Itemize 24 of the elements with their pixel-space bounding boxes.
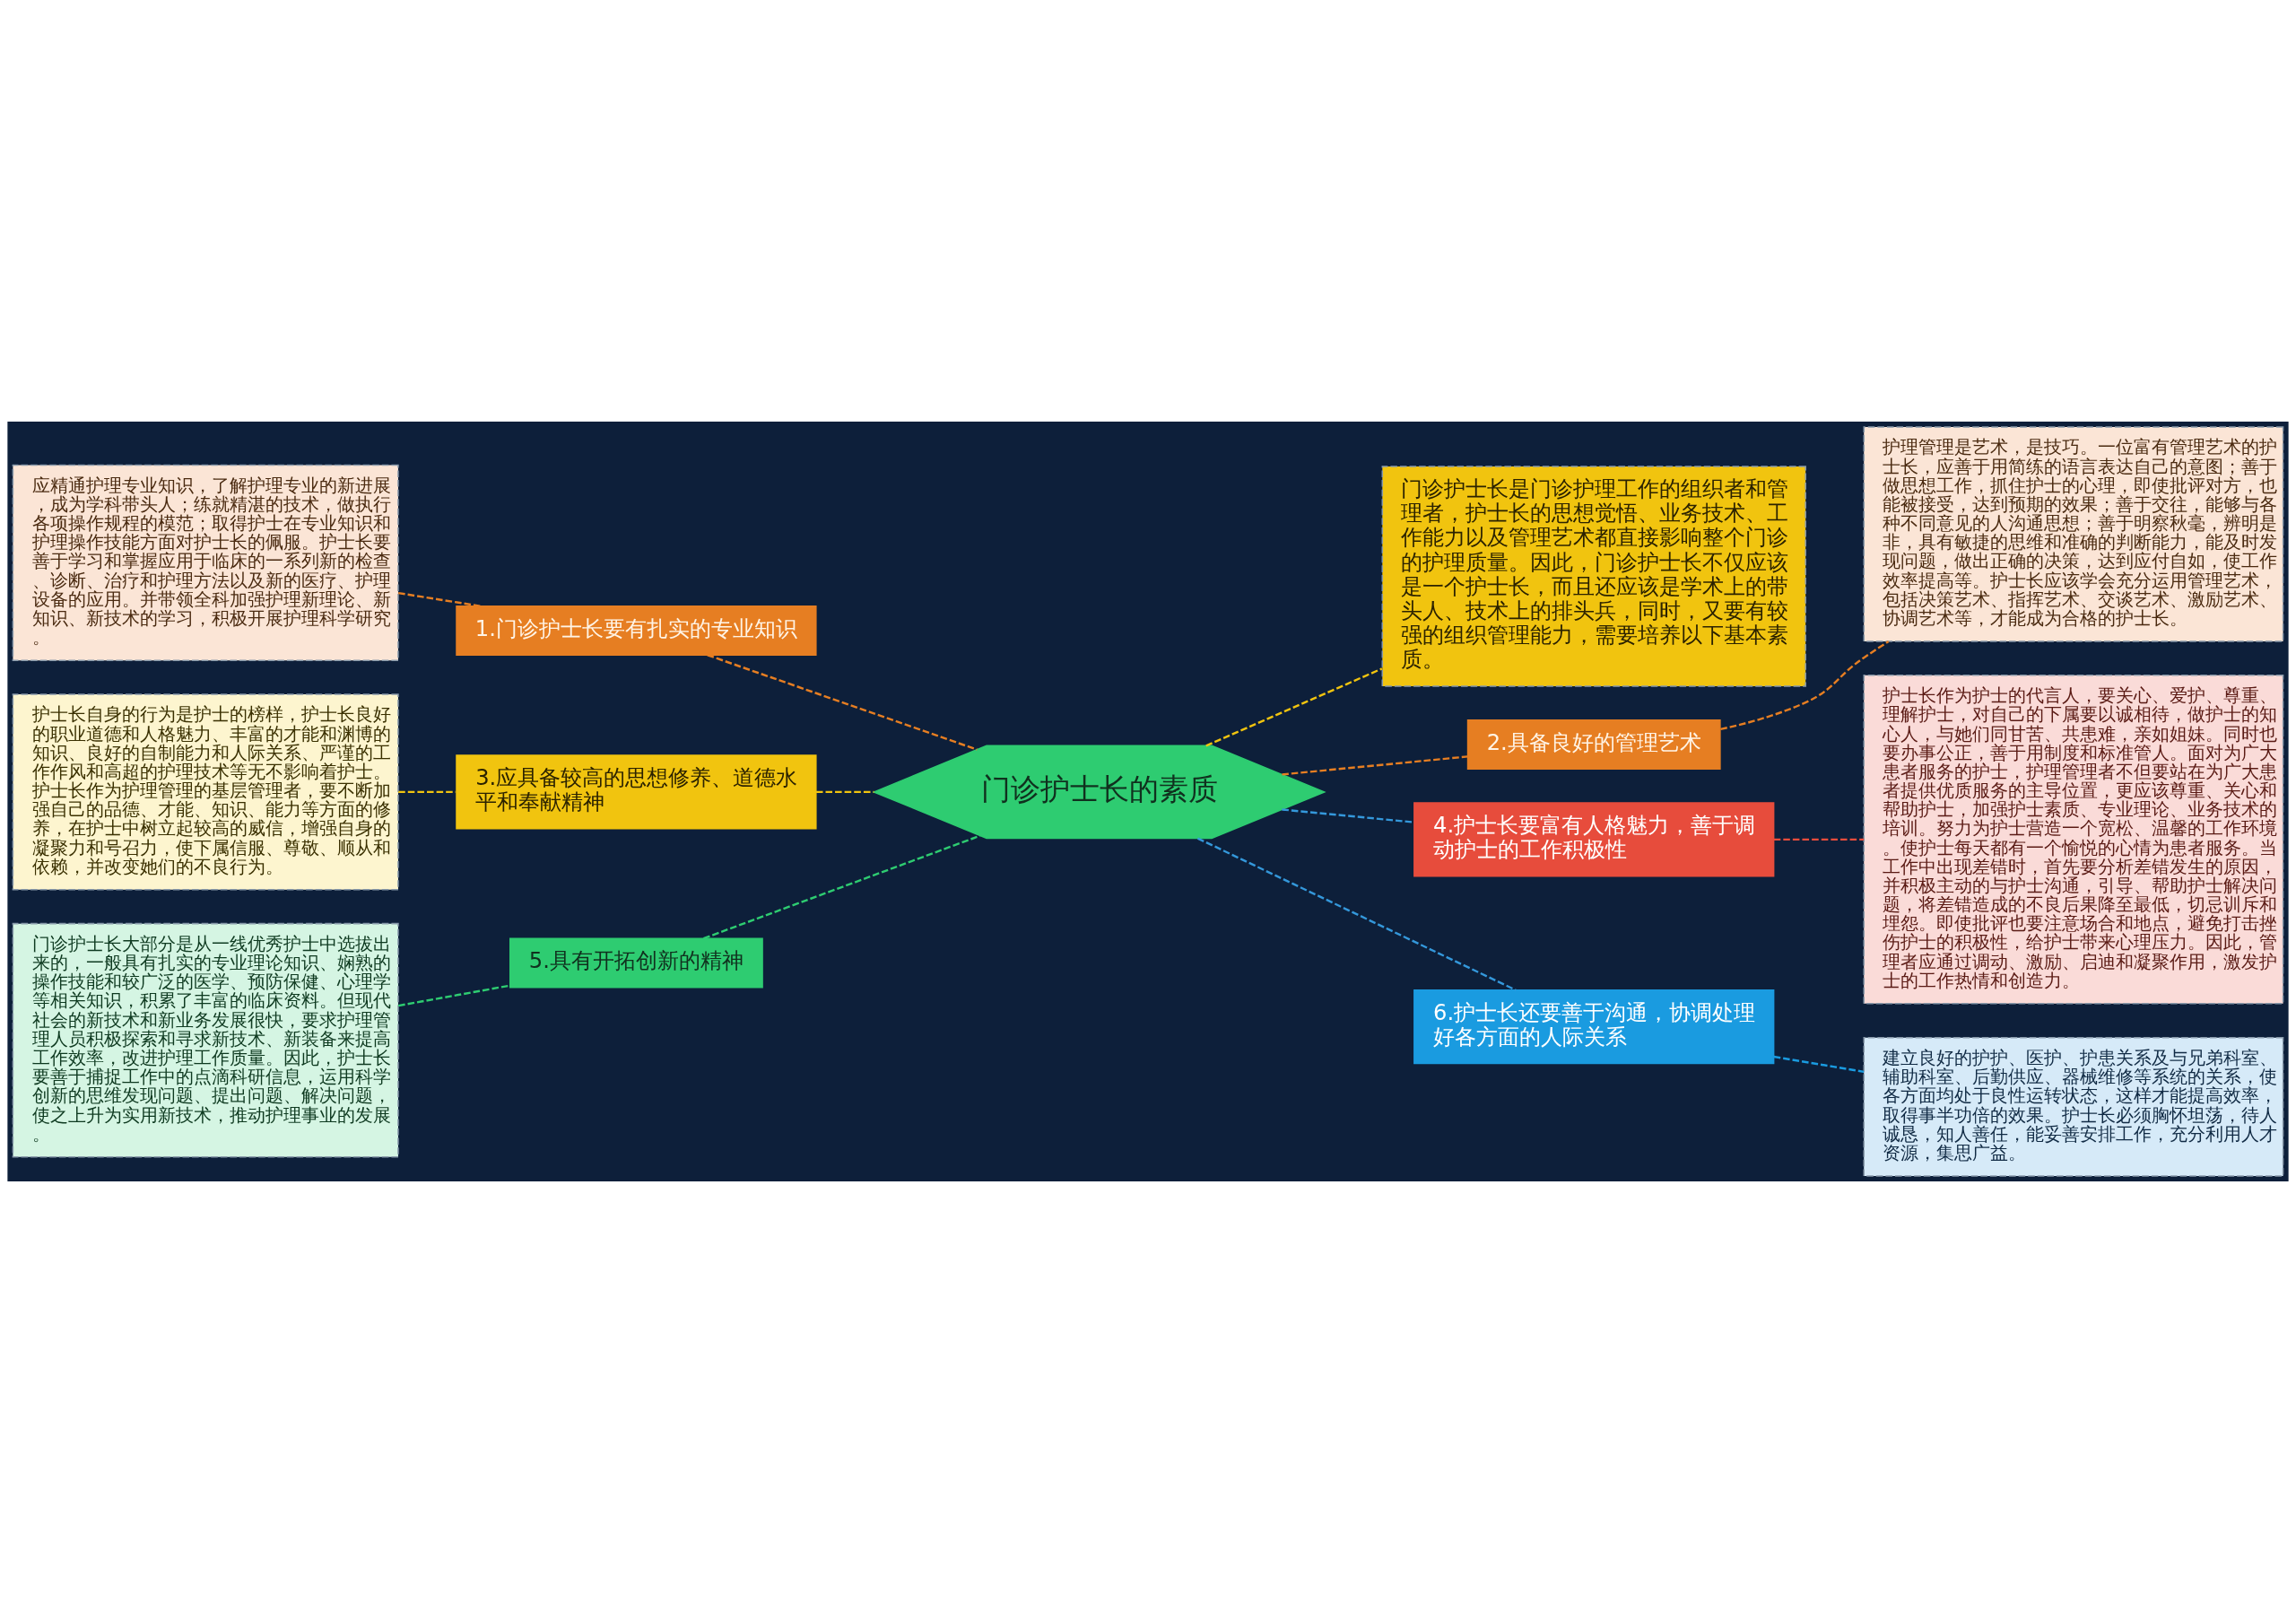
- node-box: 门诊护士长大部分是从一线优秀护士中选拔出来的，一般具有扎实的专业理论知识、娴熟的操作技能和较广泛的医学、预防保健、心理学等相关知识，积累了丰富的临床资料。但现代社会的新技术和新业务发展很快，要求护理管理人员积极探索和寻求新技术、新装备来提高工作效率，改进护理工作质量。因此，护士长要善于捕捉工作中的点滴科研信息，运用科学创新的思维发现问题、提出问题、解决问题，使之上升为实用新技术，推动护理事业的发展。: [12, 922, 399, 1158]
- node-box: 1.门诊护士长要有扎实的专业知识: [456, 605, 817, 656]
- connector: [703, 834, 980, 940]
- node-box: 护士长自身的行为是护士的榜样，护士长良好的职业道德和人格魅力、丰富的才能和渊博的知识、良好的自制能力和人际关系、严谨的工作作风和高超的护理技术等无不影响着护士。护士长作为护理管理的基层管理者，要不断加强自己的品德、才能、知识、能力等方面的修养，在护士中树立起较高的威信，增强自身的凝聚力和号召力，使下属信服、尊敬、顺从和依赖，并改变她们的不良行为。: [12, 693, 399, 891]
- connector: [1773, 1055, 1865, 1074]
- connector: [1282, 808, 1414, 823]
- node-box: 门诊护士长是门诊护理工作的组织者和管理者，护士长的思想觉悟、业务技术、工作能力以及管理艺术都直接影响整个门诊的护理质量。因此，门诊护士长不仅应该是一个护士长，而且还应该是学术上的带头人、技术上的排头兵，同时，又要有较强的组织管理能力，需要培养以下基本素质。: [1381, 466, 1806, 687]
- node-box: 护士长作为护士的代言人，要关心、爱护、尊重、理解护士，对自己的下属要以诚相待，做护士的知心人，与她们同甘苦、共患难，亲如姐妹。同时也要办事公正，善于用制度和标准管人。面对为广大患者服务的护士，护理管理者不但要站在为广大患者提供优质服务的主导位置，更应该尊重、关心和帮助护士，加强护士素质、专业理论、业务技术的培训。努力为护士营造一个宽松、温馨的工作环境。使护士每天都有一个愉悦的心情为患者服务。当工作中出现差错时，首先要分析差错发生的原因，并积极主动的与护士沟通，引导、帮助护士解决问题，将差错造成的不良后果降至最低，切忌训斥和埋怨。即使批评也要注意场合和地点，避免打击挫伤护士的积极性，给护士带来心理压力。因此，管理者应通过调动、激励、启迪和凝聚作用，激发护士的工作热情和创造力。: [1863, 675, 2284, 1005]
- connector: [1196, 837, 1517, 991]
- node-box: 3.应具备较高的思想修养、道德水平和奉献精神: [456, 754, 817, 830]
- node-box: 6.护士长还要善于沟通，协调处理好各方面的人际关系: [1413, 989, 1775, 1065]
- connector: [1720, 640, 1890, 731]
- connector: [1282, 755, 1468, 776]
- node-box: 4.护士长要富有人格魅力，善于调动护士的工作积极性: [1413, 802, 1775, 877]
- node-box: 护理管理是艺术，是技巧。一位富有管理艺术的护士长，应善于用简练的语言表达自己的意图；善于做思想工作，抓住护士的心理，即使批评对方，也能被接受，达到预期的效果；善于交往，能够与各种不同意见的人沟通思想；善于明察秋毫，辨明是非，具有敏捷的思维和准确的判断能力，能及时发现问题，做出正确的决策，达到应付自如，使工作效率提高等。护士长应该学会充分运用管理艺术，包括决策艺术、指挥艺术、交谈艺术、激励艺术、协调艺术等，才能成为合格的护士长。: [1863, 426, 2284, 642]
- connector: [707, 654, 978, 751]
- connector: [1205, 667, 1383, 747]
- node-box: 建立良好的护护、医护、护患关系及与兄弟科室、辅助科室、后勤供应、器械维修等系统的关系，使各方面均处于良性运转状态，这样才能提高效率，取得事半功倍的效果。护士长必须胸怀坦荡，待人诚恳，知人善任，能妥善安排工作，充分利用人才资源，集思广益。: [1863, 1036, 2284, 1177]
- node-box: 应精通护理专业知识，了解护理专业的新进展，成为学科带头人；练就精湛的技术，做执行各项操作规程的模范；取得护士在专业知识和护理操作技能方面对护士长的佩服。护士长要善于学习和掌握应用于临床的一系列新的检查、诊断、治疗和护理方法以及新的医疗、护理设备的应用。并带领全科加强护理新理论、新知识、新技术的学习，积极开展护理科学研究。: [12, 464, 399, 661]
- connector: [1773, 838, 1865, 841]
- connector: [397, 984, 510, 1007]
- node-box: 2.具备良好的管理艺术: [1466, 719, 1721, 770]
- node-box: 5.具有开拓创新的精神: [509, 937, 763, 989]
- connector: [398, 591, 482, 607]
